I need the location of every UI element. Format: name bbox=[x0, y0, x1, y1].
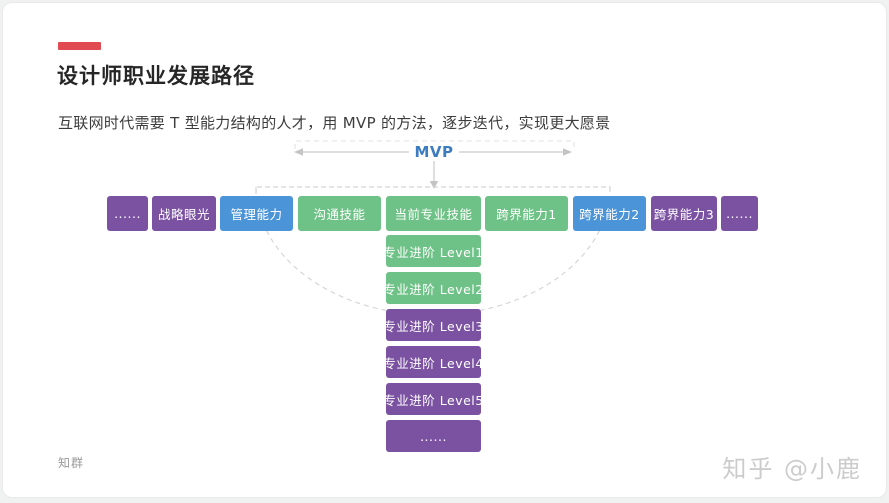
arrowhead-down-icon bbox=[429, 181, 439, 189]
skill-box-2: 战略眼光 bbox=[152, 196, 216, 231]
skill-box-8: 跨界能力3 bbox=[651, 196, 717, 231]
skill-box-6: 跨界能力1 bbox=[485, 196, 568, 231]
page-title: 设计师职业发展路径 bbox=[57, 64, 255, 88]
level-box-4: 专业进阶 Level4 bbox=[383, 346, 483, 378]
level-box-1: 专业进阶 Level1 bbox=[383, 235, 483, 267]
skill-dashed-bracket bbox=[255, 186, 611, 194]
mvp-label: MVP bbox=[414, 143, 454, 161]
mvp-down-arrow bbox=[429, 161, 439, 189]
level-box-3: 专业进阶 Level3 bbox=[383, 309, 483, 341]
skill-box-4: 沟通技能 bbox=[298, 196, 381, 231]
level-box-2: 专业进阶 Level2 bbox=[383, 272, 483, 304]
arrowhead-right-icon bbox=[563, 148, 572, 156]
page-subtitle: 互联网时代需要 T 型能力结构的人才，用 MVP 的方法，逐步迭代，实现更大愿景 bbox=[58, 114, 611, 132]
accent-bar bbox=[58, 42, 101, 50]
skill-box-7: 跨界能力2 bbox=[573, 196, 646, 231]
skill-box-5: 当前专业技能 bbox=[386, 196, 481, 231]
level-box-6: ...... bbox=[386, 420, 481, 452]
footer-brand: 知群 bbox=[58, 456, 85, 470]
arrowhead-left-icon bbox=[294, 148, 303, 156]
skill-box-1: ...... bbox=[107, 196, 148, 231]
level-box-5: 专业进阶 Level5 bbox=[383, 383, 483, 415]
skill-box-9: ...... bbox=[721, 196, 758, 231]
skill-box-3: 管理能力 bbox=[220, 196, 293, 231]
watermark: 知乎 @小鹿 bbox=[722, 455, 862, 483]
